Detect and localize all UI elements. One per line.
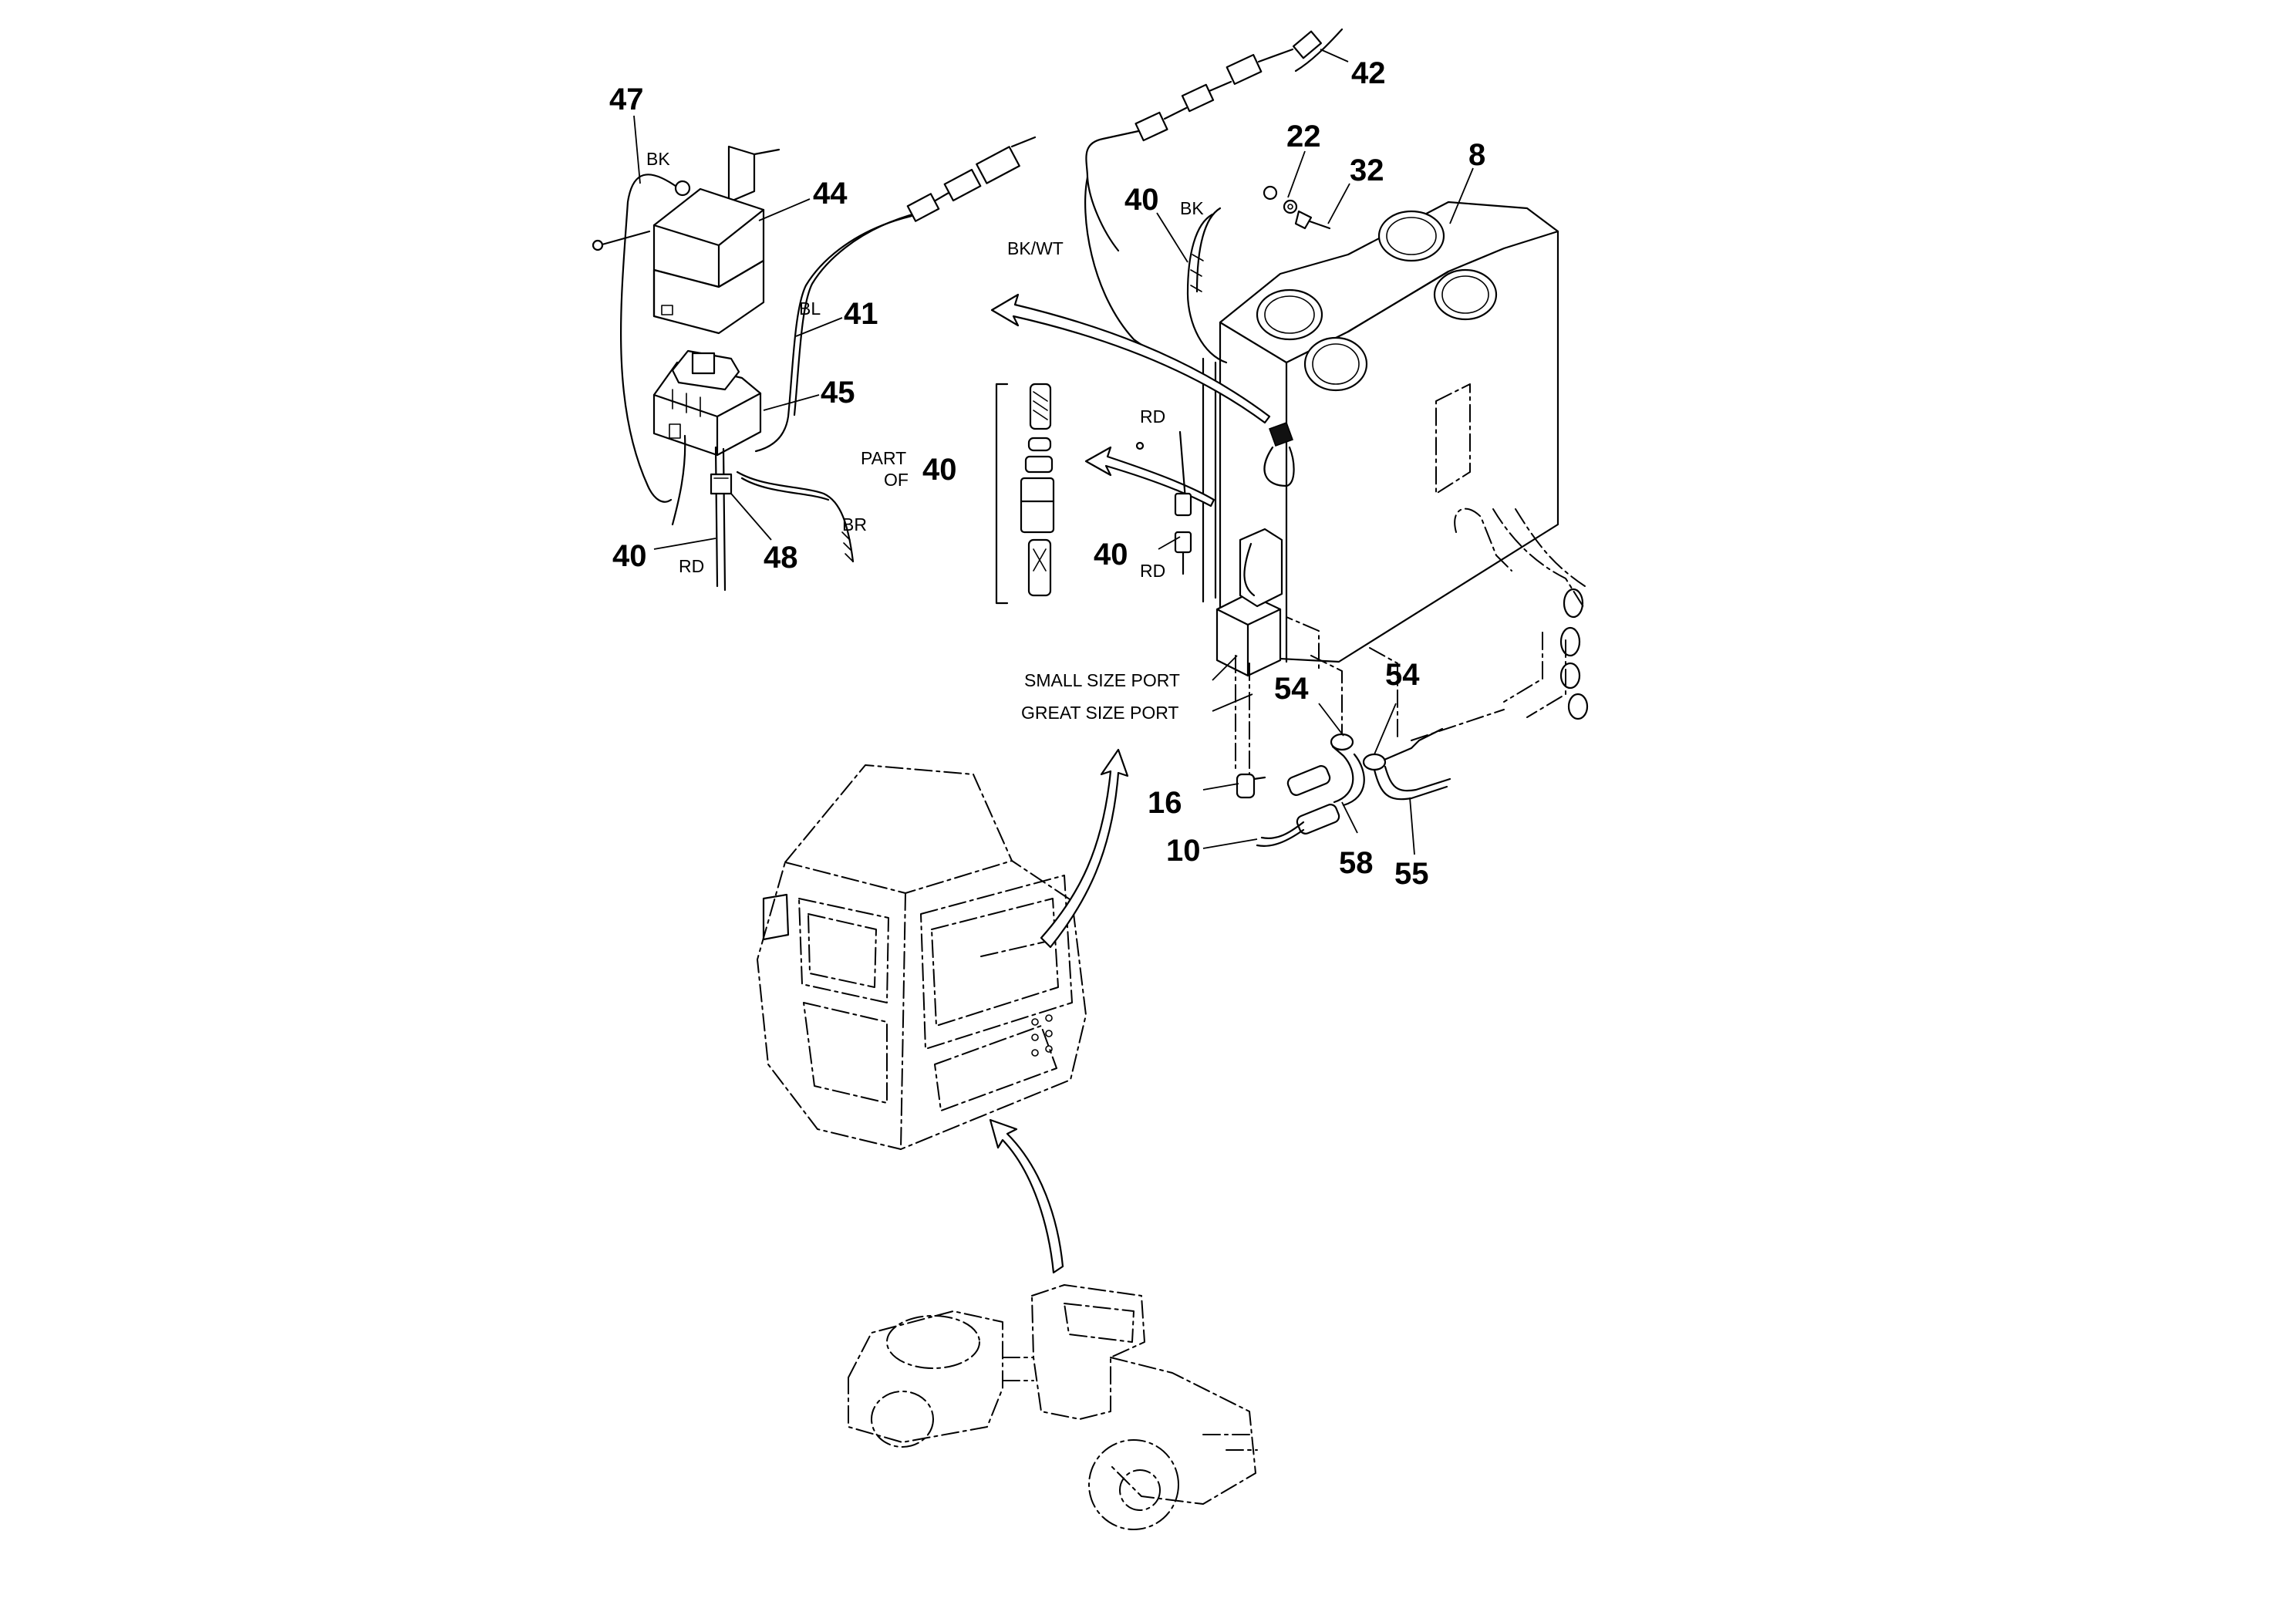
callout-22: 22	[1286, 120, 1321, 153]
wire-label-bk-left: BK	[646, 149, 670, 169]
callout-40-left: 40	[612, 539, 647, 573]
note-great-size-port: GREAT SIZE PORT	[1021, 703, 1178, 723]
callout-47: 47	[609, 83, 644, 116]
wire-label-bl: BL	[799, 298, 821, 319]
callout-8: 8	[1468, 138, 1485, 172]
callout-41: 41	[844, 297, 878, 331]
compactor-machine	[848, 1118, 1258, 1530]
callout-44: 44	[813, 177, 848, 211]
callout-40-mid: 40	[1094, 538, 1128, 572]
heater-wiring	[990, 28, 1344, 575]
wire-labels: BK BL BR RD BK/WT BK RD RD	[646, 149, 1204, 581]
note-of: OF	[884, 470, 909, 490]
callout-54-b: 54	[1385, 658, 1420, 692]
leader-lines	[633, 49, 1474, 855]
operator-cab	[757, 748, 1129, 1150]
wire-label-rd-lower: RD	[1140, 561, 1165, 581]
callout-55: 55	[1394, 857, 1429, 891]
callout-54-a: 54	[1274, 672, 1309, 706]
callout-32: 32	[1350, 153, 1384, 187]
notes: PART OF SMALL SIZE PORT GREAT SIZE PORT	[861, 448, 1180, 723]
wire-label-rd-left: RD	[679, 556, 704, 576]
callout-42: 42	[1351, 56, 1386, 90]
callout-40-part: 40	[922, 453, 957, 487]
callout-16: 16	[1148, 786, 1182, 820]
wire-label-br: BR	[842, 514, 867, 534]
wire-label-rd-upper: RD	[1140, 406, 1165, 427]
note-small-size-port: SMALL SIZE PORT	[1024, 670, 1180, 690]
callout-10: 10	[1166, 834, 1201, 868]
callout-58: 58	[1339, 846, 1374, 880]
connector-exploded-view	[995, 383, 1055, 605]
heater-unit	[1202, 201, 1589, 847]
callout-40-top: 40	[1124, 183, 1159, 217]
callout-45: 45	[821, 376, 855, 410]
relay-assembly	[592, 136, 1037, 592]
wire-label-bk-right: BK	[1180, 198, 1204, 218]
note-part: PART	[861, 448, 906, 468]
callout-numbers: 47 44 41 45 40 48 40 42 22 32 8 40 40 54…	[609, 56, 1485, 891]
callout-48: 48	[764, 541, 798, 575]
cab-buttons	[1031, 1014, 1053, 1057]
wire-label-bkwt: BK/WT	[1007, 238, 1064, 258]
